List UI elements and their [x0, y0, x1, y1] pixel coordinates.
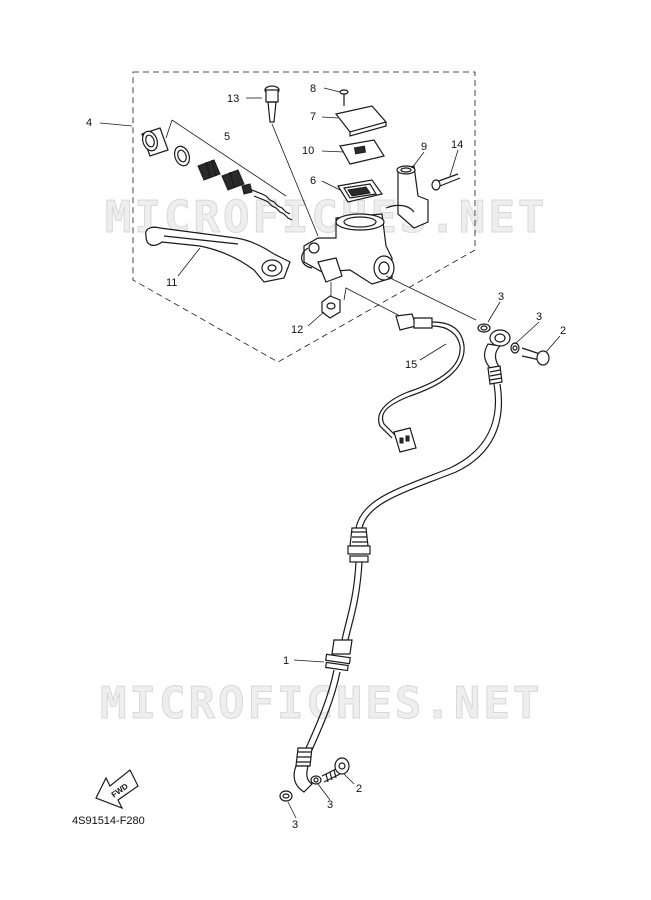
mirror-holder: [385, 165, 429, 229]
callout-leaders: [99, 87, 561, 819]
reservoir-cap: [334, 105, 388, 137]
diaphragm-gasket: [337, 179, 384, 203]
callout-2-upper: 2: [560, 325, 566, 337]
callout-3-lower-right: 3: [327, 799, 333, 811]
watermark-bottom: MICROFICHES.NET: [100, 678, 542, 729]
callout-14: 14: [451, 139, 463, 151]
assembly-boundary: [132, 71, 476, 363]
callout-1: 1: [283, 655, 289, 667]
diagram-code: 4S91514-F280: [72, 815, 145, 827]
callout-9: 9: [421, 141, 427, 153]
upper-hose-union: [385, 275, 550, 385]
callout-7: 7: [310, 111, 316, 123]
callout-2-lower: 2: [356, 783, 362, 795]
brake-lever: [145, 226, 291, 283]
fwd-arrow-icon: FWD: [95, 769, 139, 810]
lever-nut: [321, 282, 341, 319]
holder-bolt: [431, 173, 461, 191]
callout-13: 13: [227, 93, 239, 105]
brake-hose: [293, 383, 503, 793]
lower-union-hardware: [279, 757, 350, 802]
pivot-bolt: [264, 85, 319, 237]
callout-4: 4: [86, 117, 92, 129]
callout-3-upper-left: 3: [498, 291, 504, 303]
callout-11: 11: [166, 277, 177, 289]
callout-15: 15: [405, 359, 417, 371]
diaphragm-plate: [339, 139, 385, 165]
callout-12: 12: [291, 324, 303, 336]
brake-switch-assembly: [343, 287, 465, 453]
callout-3-lower-left: 3: [292, 819, 298, 831]
piston-kit: [141, 119, 293, 221]
callout-8: 8: [310, 83, 316, 95]
callout-10: 10: [302, 145, 314, 157]
callout-3-upper-right: 3: [536, 311, 542, 323]
master-cylinder-body: [301, 213, 395, 285]
callout-6: 6: [310, 175, 316, 187]
cap-screw: [339, 89, 349, 106]
callout-5: 5: [224, 131, 230, 143]
